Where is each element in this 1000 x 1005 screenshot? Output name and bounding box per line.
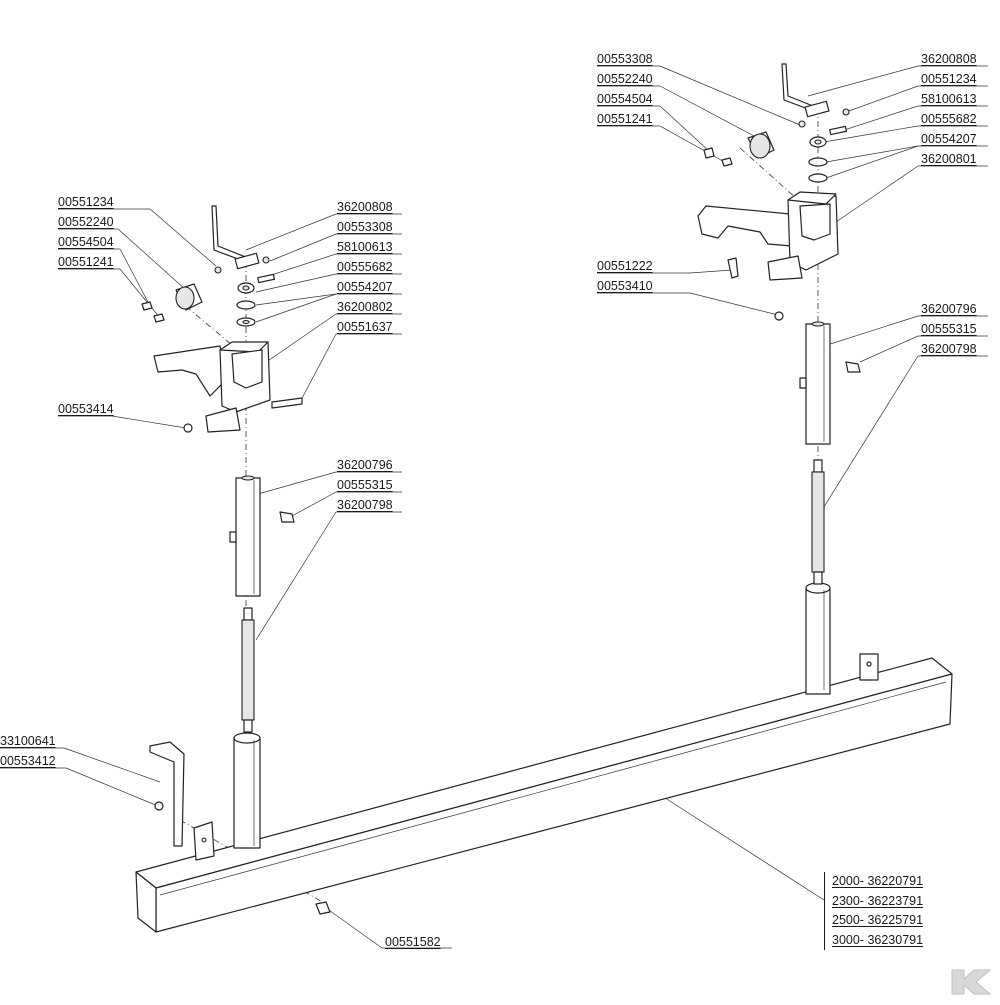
left-knob	[175, 283, 203, 311]
beam-size-item: 2300- 36223791	[832, 893, 924, 908]
label-right-r7: 36200796	[921, 302, 977, 316]
label-right-r9: 36200798	[921, 342, 977, 356]
label-left-r9: 00555315	[337, 478, 393, 492]
label-left-r10: 36200798	[337, 498, 393, 512]
label-left-r3: 58100613	[337, 240, 393, 254]
label-bracket-a: 33100641	[0, 734, 56, 748]
left-bolts	[141, 301, 303, 433]
label-left-l2: 00552240	[58, 215, 114, 229]
label-left-r8: 36200796	[337, 458, 393, 472]
label-right-l4: 00551241	[597, 112, 653, 126]
label-right-r5: 00554207	[921, 132, 977, 146]
label-right-l2: 00552240	[597, 72, 653, 86]
label-right-l3: 00554504	[597, 92, 653, 106]
left-clamp-housing	[153, 341, 271, 433]
right-spindle	[811, 459, 825, 585]
label-left-r7: 00551637	[337, 320, 393, 334]
right-post	[805, 582, 879, 695]
label-right-r4: 00555682	[921, 112, 977, 126]
label-right-r8: 00555315	[921, 322, 977, 336]
label-right-l5: 00551222	[597, 259, 653, 273]
label-left-l5: 00553414	[58, 402, 114, 416]
label-bracket-c: 00551582	[385, 935, 441, 949]
label-left-l3: 00554504	[58, 235, 114, 249]
label-left-r2: 00553308	[337, 220, 393, 234]
right-clamp-housing	[697, 191, 839, 281]
label-right-l6: 00553410	[597, 279, 653, 293]
left-handle	[211, 205, 276, 284]
main-beam	[135, 657, 953, 933]
side-bracket	[149, 741, 331, 915]
left-post	[233, 732, 261, 849]
beam-size-list: 2000- 36220791 2300- 36223791 2500- 3622…	[824, 872, 923, 950]
left-upper-tube	[229, 475, 295, 597]
right-bolts	[703, 147, 784, 321]
label-left-r4: 00555682	[337, 260, 393, 274]
right-washers	[808, 136, 828, 183]
label-right-l1: 00553308	[597, 52, 653, 66]
label-left-l1: 00551234	[58, 195, 114, 209]
leader-lines	[0, 65, 988, 949]
beam-size-item: 3000- 36230791	[832, 932, 924, 947]
label-right-r3: 58100613	[921, 92, 977, 106]
label-right-r1: 36200808	[921, 52, 977, 66]
left-spindle	[241, 607, 255, 733]
beam-size-item: 2000- 36220791	[832, 874, 924, 888]
label-right-r6: 36200801	[921, 152, 977, 166]
beam-size-item: 2500- 36225791	[832, 913, 924, 927]
label-left-r6: 36200802	[337, 300, 393, 314]
label-left-r5: 00554207	[337, 280, 393, 294]
brand-logo-icon	[951, 969, 992, 995]
right-upper-tube	[799, 321, 861, 445]
right-handle	[781, 63, 850, 136]
left-washers	[236, 282, 256, 327]
label-left-l4: 00551241	[58, 255, 114, 269]
right-knob	[747, 131, 775, 159]
label-bracket-b: 00553412	[0, 754, 56, 768]
label-right-r2: 00551234	[921, 72, 977, 86]
label-left-r1: 36200808	[337, 200, 393, 214]
